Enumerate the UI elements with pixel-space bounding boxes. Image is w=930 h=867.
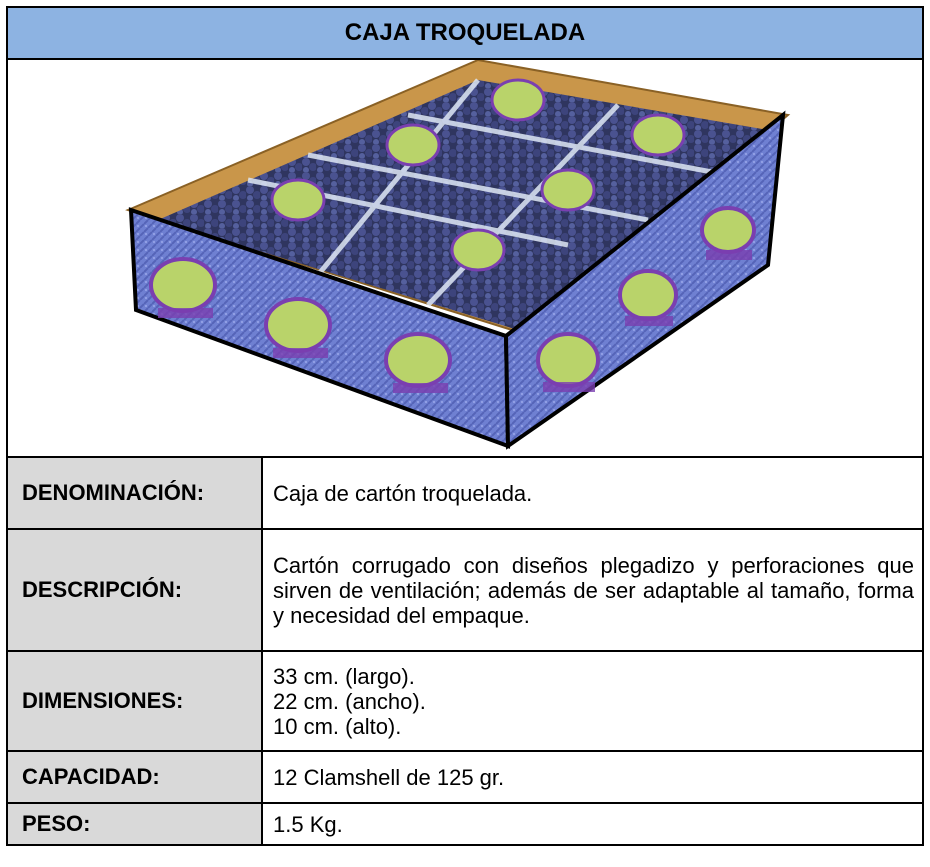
label-descripcion: DESCRIPCIÓN: bbox=[6, 528, 263, 652]
clamshell-labels bbox=[270, 78, 686, 272]
label-capacidad: CAPACIDAD: bbox=[6, 750, 263, 804]
label-peso: PESO: bbox=[6, 802, 263, 846]
product-image-cell bbox=[6, 58, 924, 458]
value-denominacion: Caja de cartón troquelada. bbox=[261, 456, 924, 530]
blueberry-box-icon bbox=[125, 60, 791, 450]
table-title: CAJA TROQUELADA bbox=[6, 6, 924, 60]
value-peso: 1.5 Kg. bbox=[261, 802, 924, 846]
product-sheet: CAJA TROQUELADA bbox=[6, 6, 924, 846]
dimension-largo: 33 cm. (largo). bbox=[273, 663, 415, 689]
value-descripcion: Cartón corrugado con diseños plegadizo y… bbox=[261, 528, 924, 652]
label-denominacion: DENOMINACIÓN: bbox=[6, 456, 263, 530]
value-dimensiones: 33 cm. (largo). 22 cm. (ancho). 10 cm. (… bbox=[261, 650, 924, 752]
spec-table: CAJA TROQUELADA bbox=[6, 6, 924, 846]
value-capacidad: 12 Clamshell de 125 gr. bbox=[261, 750, 924, 804]
label-dimensiones: DIMENSIONES: bbox=[6, 650, 263, 752]
dimension-ancho: 22 cm. (ancho). bbox=[273, 688, 426, 714]
dimension-alto: 10 cm. (alto). bbox=[273, 713, 402, 739]
